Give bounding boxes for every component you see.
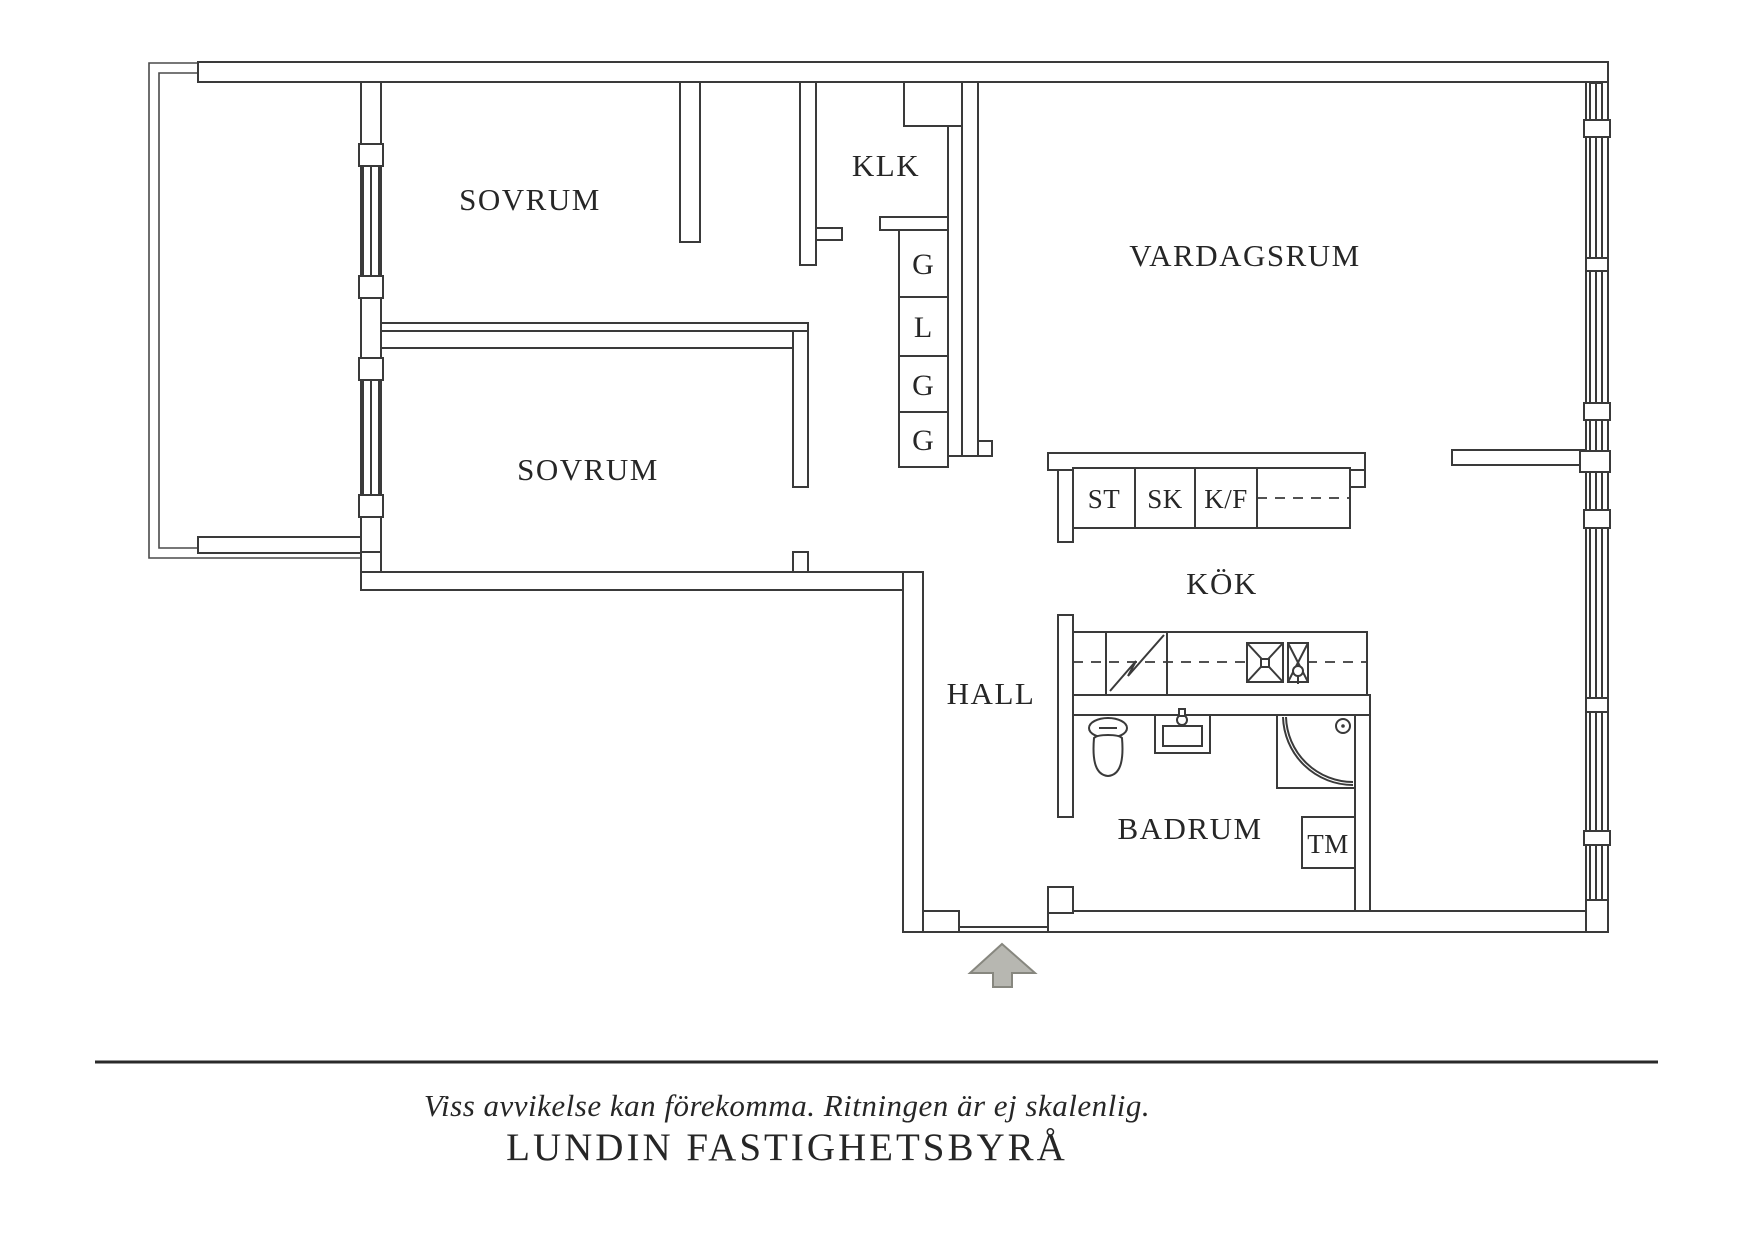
kitchen-counter	[1072, 631, 1368, 696]
sovrum2-bottom-wall	[360, 571, 924, 591]
footer-brand: LUNDIN FASTIGHETSBYRÅ	[506, 1126, 1068, 1169]
klk-door-jamb	[815, 227, 843, 241]
badrum-label: BADRUM	[1117, 811, 1262, 846]
sovrum2-top-wall	[380, 330, 809, 349]
washing-machine-box	[1301, 816, 1356, 869]
hall-left-wall	[902, 571, 924, 933]
klk-label: KLK	[852, 148, 920, 183]
vardagsrum-kok-divider	[1451, 449, 1587, 466]
walls	[197, 61, 1609, 933]
kitchen-sink-icon	[1287, 642, 1309, 684]
kok-north-wall-left-leg	[1057, 469, 1074, 543]
vardagsrum-west-wall-foot	[977, 440, 993, 457]
bottom-wall-west	[922, 910, 960, 933]
washing-machine: TM	[1301, 816, 1356, 869]
klk-left-wall	[799, 81, 817, 266]
shower-icon	[1276, 714, 1356, 789]
sovrum2-label: SOVRUM	[517, 452, 659, 487]
sovrum2-window-icon	[358, 357, 384, 518]
wardrobe-column: G L G G	[898, 229, 949, 468]
balcony-bottom-wall	[197, 536, 362, 554]
sovrum2-door-jamb	[792, 551, 809, 573]
sovrum1-label: SOVRUM	[459, 182, 601, 217]
wardrobe-g1-box	[898, 229, 949, 298]
sovrum2-right-wall	[792, 330, 809, 488]
kitchen-cabinets: ST SK K/F	[1072, 467, 1351, 529]
kok-north-wall-right-leg	[1349, 469, 1366, 488]
cabinet-kf-label: K/F	[1204, 484, 1248, 514]
sovrum1-bottom-wall	[380, 322, 809, 332]
wardrobe-g3-label: G	[912, 424, 934, 457]
bathroom-sink-icon	[1154, 708, 1211, 754]
wardrobe-g1-label: G	[912, 248, 934, 281]
cabinet-st-label: ST	[1088, 484, 1121, 514]
vardagsrum-west-wall	[961, 81, 979, 457]
wardrobe-l-label: L	[914, 311, 932, 344]
sovrum1-right-wall	[679, 81, 701, 243]
cabinet-sk-label: SK	[1147, 484, 1183, 514]
balcony-outline	[148, 62, 362, 559]
toilet-icon	[1088, 717, 1128, 778]
footer-disclaimer: Viss avvikelse kan förekomma. Ritningen …	[424, 1088, 1150, 1123]
entrance-arrow-icon	[967, 942, 1038, 988]
sovrum2-corner-block	[360, 551, 382, 573]
hall-label: HALL	[947, 676, 1036, 711]
badrum-top-wall	[1072, 694, 1371, 716]
washing-machine-label: TM	[1307, 829, 1349, 859]
entrance-threshold	[958, 926, 1049, 933]
klk-shaft-notch	[903, 82, 962, 127]
entrance-jamb	[1047, 886, 1074, 914]
wardrobe-l-box	[898, 296, 949, 357]
cabinet-row-box	[1072, 467, 1351, 529]
badrum-right-wall	[1354, 714, 1371, 912]
wardrobe-g3-box	[898, 411, 949, 468]
vardagsrum-label: VARDAGSRUM	[1129, 238, 1361, 273]
top-wall	[197, 61, 1609, 83]
bottom-wall-east	[1047, 910, 1609, 933]
zigzag-symbol	[1109, 634, 1165, 692]
right-wall-windows	[1579, 82, 1611, 933]
wardrobe-g2-label: G	[912, 369, 934, 402]
badrum-west-wall	[1057, 614, 1074, 818]
counter-box	[1072, 631, 1368, 696]
sovrum1-window-icon	[358, 143, 384, 299]
closet-east-wall	[947, 125, 963, 457]
stove-icon	[1246, 642, 1284, 683]
kok-label: KÖK	[1186, 566, 1258, 601]
